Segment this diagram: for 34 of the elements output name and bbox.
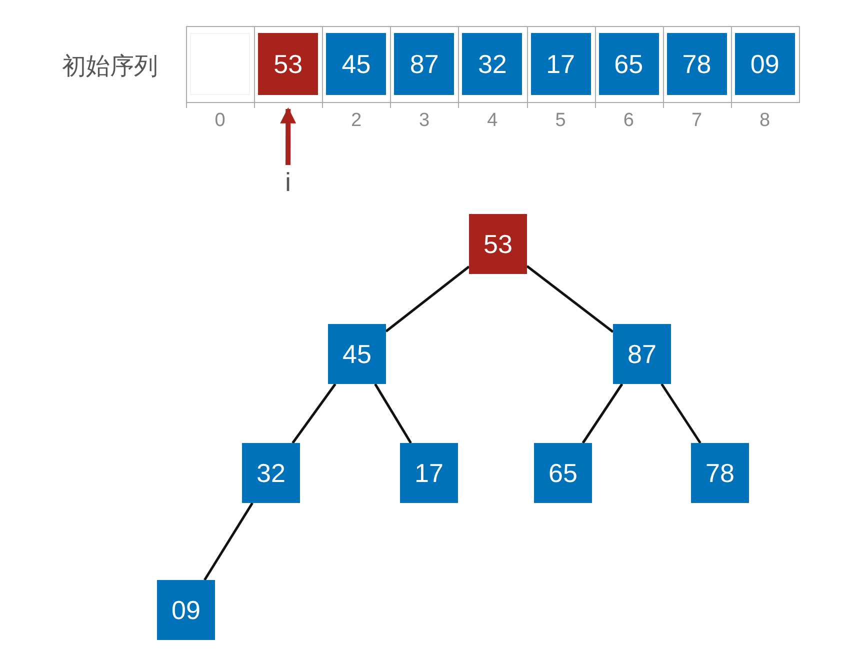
connector-line — [385, 266, 470, 332]
connector-line — [292, 383, 336, 444]
tree-node: 87 — [613, 324, 671, 384]
tree-node: 45 — [328, 324, 386, 384]
array-element: 53 — [258, 33, 318, 95]
array-element: 32 — [462, 33, 522, 95]
array-element: 09 — [734, 33, 795, 95]
tree-node: 78 — [691, 443, 749, 503]
index-label: 8 — [758, 110, 772, 132]
index-label: 0 — [214, 110, 226, 132]
index-label: 5 — [554, 110, 567, 132]
index-label: 6 — [622, 110, 635, 132]
connector-line — [660, 383, 702, 444]
array-element: 65 — [598, 33, 659, 95]
tree-node: 65 — [534, 443, 592, 503]
arrow — [280, 107, 296, 165]
index-label: 2 — [350, 110, 363, 132]
connector-line — [582, 383, 624, 444]
row-label: 初始序列 — [62, 52, 158, 82]
tree-node: 09 — [157, 580, 215, 640]
tree-node: 32 — [242, 443, 300, 503]
pointer-label: i — [281, 169, 295, 195]
connector-line — [374, 383, 412, 444]
index-label: 4 — [486, 110, 499, 132]
connector-line — [204, 502, 254, 581]
array-element: 17 — [530, 33, 591, 95]
array-element: 78 — [666, 33, 727, 95]
array-element: 87 — [394, 33, 454, 95]
connector-line — [526, 265, 614, 333]
index-label: 7 — [690, 110, 704, 132]
index-label: 3 — [418, 110, 431, 132]
tree-node: 53 — [469, 214, 527, 274]
array-element: 45 — [326, 33, 386, 95]
tree-node: 17 — [400, 443, 458, 503]
